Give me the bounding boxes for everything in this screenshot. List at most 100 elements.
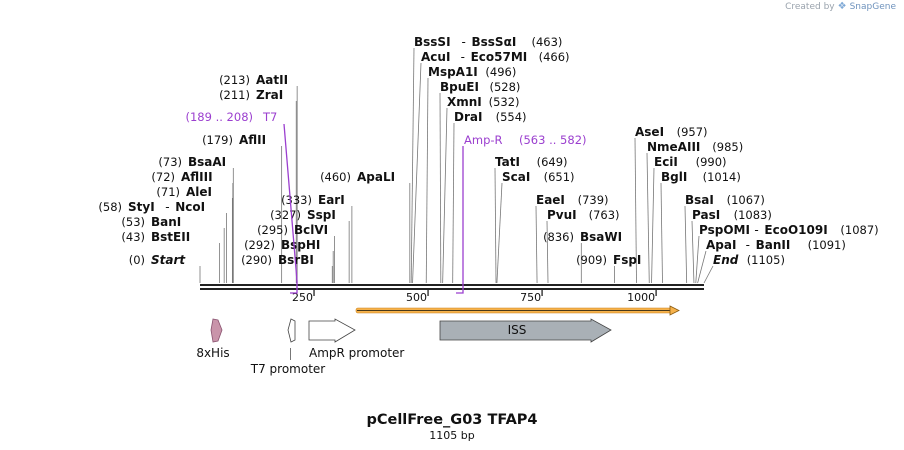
site-bsawi[interactable]: (836) BsaWI bbox=[543, 230, 622, 244]
site-position: (1083) bbox=[734, 208, 772, 222]
site-bclvi[interactable]: (295)BclVI bbox=[257, 223, 328, 237]
site-leader-line bbox=[494, 167, 497, 284]
site-scai[interactable]: ScaI (651) bbox=[502, 170, 575, 184]
site-name: PspOMI bbox=[699, 223, 750, 237]
site-bsssi[interactable]: BssSI-BssSαI(463) bbox=[414, 35, 562, 49]
site-bani[interactable]: (53)BanI bbox=[121, 215, 181, 229]
site-acui[interactable]: AcuI-Eco57MI(466) bbox=[421, 50, 570, 64]
site-name: NmeAIII bbox=[647, 140, 700, 154]
site-position: (532) bbox=[489, 95, 520, 109]
site-drai[interactable]: DraI(554) bbox=[454, 110, 527, 124]
site-name: AflII bbox=[239, 133, 266, 147]
site-start[interactable]: (0)Start bbox=[129, 253, 187, 267]
ruler-tick-label: 250 bbox=[292, 291, 313, 304]
site-leader-line bbox=[634, 137, 637, 284]
site-bsrbi[interactable]: (290)BsrBI bbox=[241, 253, 314, 267]
site-name: AseI bbox=[635, 125, 664, 139]
site-eari[interactable]: (333) EarI bbox=[281, 193, 345, 207]
site-fspi[interactable]: (909)FspI bbox=[576, 253, 641, 267]
feature-8xhis-label: 8xHis bbox=[196, 346, 229, 360]
site-pvui[interactable]: PvuI(763) bbox=[547, 208, 620, 222]
site-name: BglI bbox=[661, 170, 687, 184]
site-position: (43) bbox=[121, 230, 145, 244]
site-separator: - bbox=[462, 35, 466, 49]
site-pasi[interactable]: PasI(1083) bbox=[692, 208, 772, 222]
site-name: FspI bbox=[613, 253, 641, 267]
site-position: (460) bbox=[320, 170, 351, 184]
site-ecii[interactable]: EciI(990) bbox=[654, 155, 727, 169]
site-name: PvuI bbox=[547, 208, 577, 222]
site-position: (651) bbox=[544, 170, 575, 184]
site-bsphi[interactable]: (292)BspHI bbox=[244, 238, 320, 252]
site-position: (1105) bbox=[747, 253, 785, 267]
site-xmni[interactable]: XmnI(532) bbox=[447, 95, 520, 109]
site-bsaai[interactable]: (73)BsaAI bbox=[158, 155, 226, 169]
site-leader-line bbox=[651, 167, 655, 284]
snapgene-logo-icon: ❖ bbox=[837, 1, 847, 12]
site-position: (213) bbox=[219, 73, 250, 87]
site-name: BssSI bbox=[414, 35, 451, 49]
site-position: (292) bbox=[244, 238, 275, 252]
site-name: EaeI bbox=[536, 193, 565, 207]
site-bgli[interactable]: BglI(1014) bbox=[661, 170, 741, 184]
site-name: ScaI bbox=[502, 170, 530, 184]
site-apai[interactable]: ApaI-BanII(1091) bbox=[706, 238, 846, 252]
site-zrai[interactable]: (211)ZraI bbox=[219, 88, 283, 102]
site-alei[interactable]: (71)AleI bbox=[156, 185, 212, 199]
site-position: (554) bbox=[496, 110, 527, 124]
site-end[interactable]: End (1105) bbox=[713, 253, 785, 267]
site-aatii[interactable]: (213)AatII bbox=[219, 73, 288, 87]
primer-amp-r[interactable]: Amp-R (563 .. 582) bbox=[456, 133, 587, 294]
site-sspi[interactable]: (327)SspI bbox=[270, 208, 336, 222]
site-eaei[interactable]: EaeI(739) bbox=[536, 193, 609, 207]
site-position: (466) bbox=[539, 50, 570, 64]
site-aflii[interactable]: (179) AflII bbox=[202, 133, 266, 147]
site-leader-line bbox=[691, 220, 695, 284]
snapgene-app-name: SnapGene bbox=[849, 1, 896, 12]
site-position: (333) bbox=[281, 193, 312, 207]
feature-t7-promoter[interactable]: T7 promoter bbox=[250, 318, 326, 376]
site-asei[interactable]: AseI(957) bbox=[635, 125, 708, 139]
primer-t7[interactable]: (189 .. 208) T7 bbox=[186, 110, 298, 294]
site-mspa1i[interactable]: MspA1I(496) bbox=[428, 65, 516, 79]
site-bpuei[interactable]: BpuEI(528) bbox=[440, 80, 520, 94]
site-name: BsrBI bbox=[278, 253, 314, 267]
site-position: (179) bbox=[202, 133, 233, 147]
feature-8xhis[interactable]: 8xHis bbox=[196, 318, 230, 360]
snapgene-branding: Created by ❖ SnapGene bbox=[785, 1, 896, 12]
primer-t7-name: T7 bbox=[262, 110, 277, 124]
site-apali[interactable]: (460)ApaLI bbox=[320, 170, 395, 184]
primer-amp-r-range: (563 .. 582) bbox=[519, 133, 587, 147]
site-leader-line bbox=[496, 182, 503, 284]
site-name: BclVI bbox=[294, 223, 328, 237]
site-name: End bbox=[713, 253, 739, 267]
site-name: AleI bbox=[186, 185, 212, 199]
site-name: StyI bbox=[128, 200, 155, 214]
site-name: BsaWI bbox=[580, 230, 622, 244]
site-bsteii[interactable]: (43)BstEII bbox=[121, 230, 190, 244]
site-name-2: Eco57MI bbox=[471, 50, 528, 64]
orf-arrow[interactable] bbox=[355, 305, 680, 316]
site-position: (985) bbox=[712, 140, 743, 154]
site-bsai[interactable]: BsaI (1067) bbox=[685, 193, 765, 207]
site-tati[interactable]: TatI(649) bbox=[495, 155, 568, 169]
feature-iss[interactable]: ISS bbox=[439, 318, 612, 343]
site-afliii[interactable]: (72)AflIII bbox=[151, 170, 212, 184]
site-name: ZraI bbox=[256, 88, 283, 102]
site-position: (1067) bbox=[727, 193, 765, 207]
site-leader-line bbox=[646, 152, 650, 284]
site-name: BpuEI bbox=[440, 80, 479, 94]
feature-ampr-promoter-label: AmpR promoter bbox=[309, 346, 404, 360]
site-name: TatI bbox=[495, 155, 520, 169]
site-leader-line bbox=[425, 77, 429, 284]
site-position: (72) bbox=[151, 170, 175, 184]
feature-ampr-promoter[interactable]: AmpR promoter bbox=[308, 318, 404, 360]
sequence-backbone bbox=[200, 284, 704, 290]
site-nmeaiii[interactable]: NmeAIII (985) bbox=[647, 140, 743, 154]
site-name: BsaI bbox=[685, 193, 714, 207]
site-position: (836) bbox=[543, 230, 574, 244]
site-styi[interactable]: (58)StyI-NcoI bbox=[98, 200, 205, 214]
site-pspomi[interactable]: PspOMI-EcoO109I(1087) bbox=[699, 223, 879, 237]
site-name: EarI bbox=[318, 193, 345, 207]
